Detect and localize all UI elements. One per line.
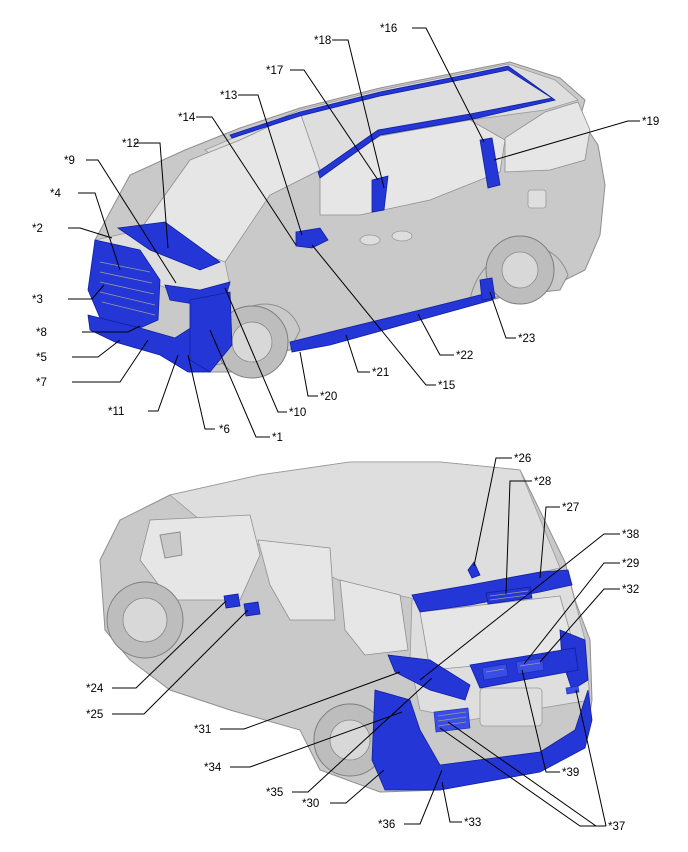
callout-30: *30 — [302, 798, 319, 810]
callout-13: *13 — [220, 90, 237, 102]
callout-17: *17 — [266, 65, 283, 77]
callout-1: *1 — [272, 432, 283, 444]
front-callout-labels: *1 *2 *3 *4 *5 *6 *7 *8 *9 *10 *11 *12 *… — [32, 23, 659, 444]
emblem-left — [433, 707, 471, 733]
antenna — [467, 561, 481, 579]
back-camera-vents — [481, 657, 545, 681]
door-handle-slide-2 — [243, 601, 261, 617]
rear-view-vehicle — [99, 461, 593, 793]
side-mirror — [295, 227, 329, 249]
callout-9: *9 — [64, 155, 75, 167]
callout-37: *37 — [608, 821, 625, 833]
callout-6: *6 — [219, 424, 230, 436]
callout-26: *26 — [514, 453, 531, 465]
callout-7: *7 — [36, 377, 47, 389]
callout-32: *32 — [622, 584, 639, 596]
callout-39: *39 — [562, 767, 579, 779]
callout-5: *5 — [36, 352, 47, 364]
emblem-right — [565, 685, 580, 695]
callout-22: *22 — [456, 350, 473, 362]
callout-25: *25 — [86, 709, 103, 721]
callout-31: *31 — [194, 724, 211, 736]
rear-bumper — [371, 689, 593, 791]
rear-combination-lamp-left — [387, 654, 471, 701]
roof-molding-front — [229, 65, 556, 179]
pillar-rear — [479, 137, 501, 189]
windshield-cowl — [116, 221, 221, 271]
callout-24: *24 — [86, 683, 104, 695]
roof-spoiler — [411, 569, 573, 613]
callout-27: *27 — [562, 502, 579, 514]
callout-38: *38 — [622, 529, 639, 541]
callout-15: *15 — [438, 380, 455, 392]
door-handle-slide-1 — [223, 593, 241, 609]
callout-35: *35 — [266, 787, 283, 799]
front-leader-lines — [68, 27, 640, 438]
high-mount-stop-lamp — [485, 586, 533, 605]
callout-33: *33 — [464, 817, 481, 829]
callout-14: *14 — [178, 112, 196, 124]
rear-callout-labels: *24 *25 *26 *27 *28 *29 *30 *31 *32 *33 … — [86, 453, 639, 833]
callout-2: *2 — [32, 223, 43, 235]
callout-36: *36 — [378, 819, 395, 831]
callout-18: *18 — [314, 35, 331, 47]
pillar-front — [371, 175, 389, 213]
rear-leader-lines — [112, 457, 620, 827]
callout-10: *10 — [289, 407, 306, 419]
callout-34: *34 — [204, 762, 222, 774]
callout-28: *28 — [534, 476, 551, 488]
callout-12: *12 — [122, 138, 139, 150]
callout-3: *3 — [32, 294, 43, 306]
rear-wheel-flare — [479, 277, 496, 301]
front-grille — [87, 239, 161, 329]
rocker-molding — [289, 292, 493, 353]
callout-20: *20 — [320, 391, 337, 403]
callout-8: *8 — [36, 327, 47, 339]
callout-21: *21 — [372, 367, 389, 379]
callout-29: *29 — [622, 558, 639, 570]
callout-11: *11 — [108, 406, 124, 418]
callout-16: *16 — [380, 23, 397, 35]
callout-19: *19 — [642, 116, 659, 128]
callout-4: *4 — [50, 188, 61, 200]
callout-23: *23 — [518, 333, 535, 345]
